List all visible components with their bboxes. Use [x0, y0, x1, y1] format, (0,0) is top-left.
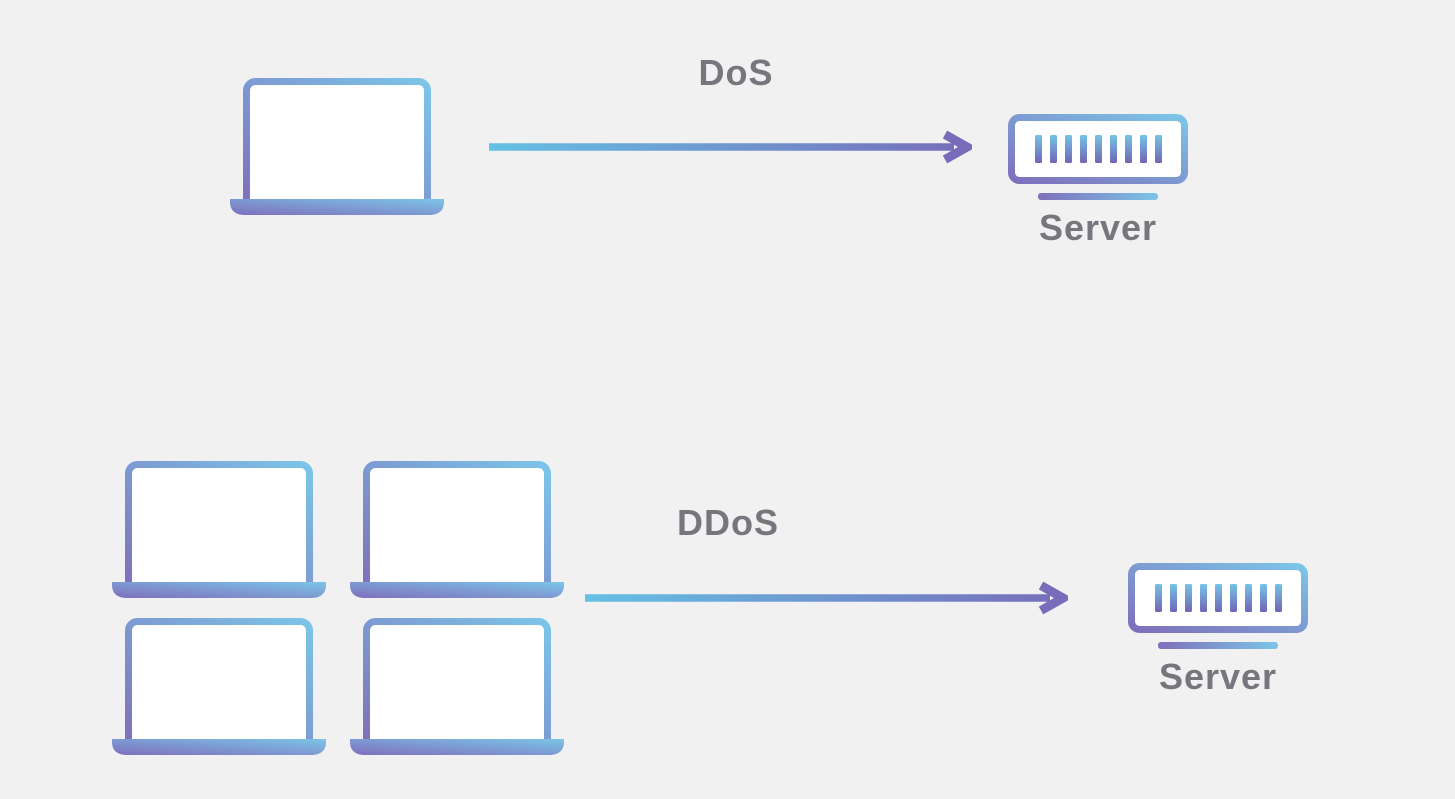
laptop-icon: [112, 618, 326, 755]
ddos-target-group: Server: [1128, 563, 1308, 698]
laptop-icon: [350, 618, 564, 755]
ddos-attacker-group: [112, 461, 564, 753]
server-label: Server: [1038, 207, 1158, 248]
server-icon: [1008, 114, 1188, 184]
laptop-icon: [230, 78, 444, 215]
dos-target-group: Server: [1008, 114, 1188, 249]
server-label: Server: [1158, 656, 1278, 697]
ddos-attack-arrow-icon: [582, 580, 1068, 616]
server-underbar: [1158, 642, 1278, 649]
laptop-icon: [112, 461, 326, 598]
dos-attack-arrow-icon: [486, 129, 972, 165]
laptop-icon: [350, 461, 564, 598]
dos-attacker-group: [230, 78, 444, 215]
dos-attack-label: DoS: [698, 52, 774, 93]
server-icon: [1128, 563, 1308, 633]
ddos-attack-label: DDoS: [677, 502, 779, 543]
server-underbar: [1038, 193, 1158, 200]
